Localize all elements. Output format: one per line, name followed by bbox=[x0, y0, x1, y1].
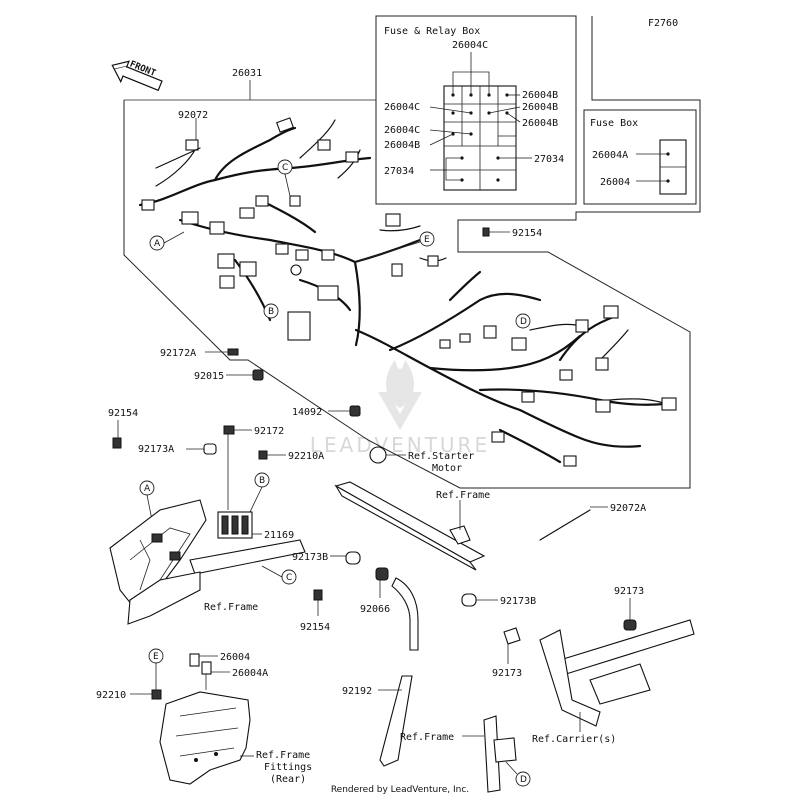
callout-bolt-mid: 92172 bbox=[254, 426, 284, 437]
band-left-icon bbox=[203, 443, 217, 455]
callout-band-left: 92173A bbox=[138, 444, 174, 455]
watermark-text: LEADVENTURE bbox=[310, 433, 490, 457]
callout-nut-bottom: 92210 bbox=[96, 690, 126, 701]
bubble-e-upper bbox=[419, 231, 435, 247]
callout-band-right-b: 92173B bbox=[500, 596, 536, 607]
callout-fuse-b2: 26004A bbox=[232, 668, 268, 679]
fuse-relay-label-5: 26004C bbox=[384, 125, 420, 136]
fuse-box-label-2: 26004 bbox=[600, 177, 630, 188]
fuse-relay-label-9: 27034 bbox=[384, 166, 414, 177]
frame-bottom bbox=[483, 715, 517, 793]
callout-fittings-ref-1: Ref.Frame bbox=[256, 750, 310, 761]
fuse-relay-box-frame bbox=[375, 15, 577, 205]
frame-fittings-rear bbox=[159, 691, 251, 785]
callout-band-carrier-2: 92173 bbox=[492, 668, 522, 679]
callout-fuse-b1: 26004 bbox=[220, 652, 250, 663]
callout-frame-ref-right: Ref.Frame bbox=[436, 490, 490, 501]
frame-rail bbox=[334, 481, 486, 571]
letter-c-upper: C bbox=[282, 163, 288, 173]
bubble-b-upper bbox=[263, 303, 279, 319]
fuse-box-title: Fuse Box bbox=[590, 118, 638, 129]
fuse-relay-grid bbox=[429, 52, 532, 191]
fuse-relay-box-title: Fuse & Relay Box bbox=[384, 26, 480, 37]
screw-bottom-icon bbox=[313, 589, 323, 601]
callout-band-right-a: 92173B bbox=[292, 552, 328, 563]
band-right-a-icon bbox=[345, 551, 361, 565]
fuse-relay-label-1: 26004C bbox=[452, 40, 488, 51]
footer-credit: Rendered by LeadVenture, Inc. bbox=[331, 785, 469, 795]
callout-cap: 92066 bbox=[360, 604, 390, 615]
frame-left bbox=[109, 499, 306, 625]
callout-fittings-ref-3: (Rear) bbox=[270, 774, 306, 785]
letter-b-lower: B bbox=[259, 476, 265, 486]
screw-left-icon bbox=[112, 437, 122, 449]
bubble-d-upper bbox=[515, 313, 531, 329]
letter-d-lower: D bbox=[520, 775, 527, 785]
letter-e-lower: E bbox=[153, 652, 159, 662]
front-arrow-icon bbox=[111, 60, 163, 92]
wiring-harness bbox=[138, 119, 667, 464]
fuse-box-frame bbox=[583, 109, 697, 205]
nut-bottom-icon bbox=[151, 689, 162, 700]
callout-clamp-right: 92072A bbox=[610, 503, 646, 514]
fuse-relay-label-8: 27034 bbox=[534, 154, 564, 165]
fuse-relay-label-3: 26004C bbox=[384, 102, 420, 113]
callout-fittings-ref-2: Fittings bbox=[264, 762, 312, 773]
fuse-b2-icon bbox=[201, 661, 212, 675]
harness-connectors bbox=[141, 117, 677, 467]
callout-clamp-bolt: 92172A bbox=[160, 348, 196, 359]
callout-band-carrier: 92173 bbox=[614, 586, 644, 597]
band-right-b-icon bbox=[461, 593, 477, 607]
fuse-relay-label-4: 26004B bbox=[522, 102, 558, 113]
harness-assembly-outline bbox=[123, 16, 701, 489]
clamp-tie bbox=[155, 147, 201, 169]
fuse-b1-icon bbox=[189, 653, 200, 667]
bubble-d-lower bbox=[515, 771, 531, 787]
callout-frame-ref-bottom: Ref.Frame bbox=[400, 732, 454, 743]
callout-frame-ref-left: Ref.Frame bbox=[204, 602, 258, 613]
carrier-frame bbox=[503, 619, 695, 727]
nut-mid-icon bbox=[258, 450, 268, 460]
fuse-relay-label-2: 26004B bbox=[522, 90, 558, 101]
callout-nut: 92015 bbox=[194, 371, 224, 382]
letter-c-lower: C bbox=[286, 573, 292, 583]
callout-screw-bottom: 92154 bbox=[300, 622, 330, 633]
grommet-icon bbox=[349, 405, 361, 417]
fuse-relay-label-7: 26004B bbox=[384, 140, 420, 151]
relay-bracket bbox=[217, 511, 253, 539]
tube-lower bbox=[379, 675, 413, 767]
screw-icon bbox=[482, 227, 490, 237]
callout-clamp-top: 92072 bbox=[178, 110, 208, 121]
callout-main-harness: 26031 bbox=[232, 68, 262, 79]
callout-relay: 21169 bbox=[264, 530, 294, 541]
callout-starter-ref-1: Ref.Starter bbox=[408, 451, 474, 462]
fuse-relay-label-6: 26004B bbox=[522, 118, 558, 129]
callout-nut-mid: 92210A bbox=[288, 451, 324, 462]
bolt-icon bbox=[227, 348, 239, 356]
figure-code: F2760 bbox=[648, 18, 678, 29]
letter-d-upper: D bbox=[520, 317, 527, 327]
letter-a-upper: A bbox=[154, 239, 161, 249]
clamp-right-icon bbox=[539, 509, 591, 541]
callout-screw-right: 92154 bbox=[512, 228, 542, 239]
callout-screw-left: 92154 bbox=[108, 408, 138, 419]
bolt-mid-icon bbox=[223, 425, 235, 435]
watermark-logo bbox=[378, 360, 422, 430]
letter-a-lower: A bbox=[144, 484, 151, 494]
fuse-box-grid bbox=[636, 139, 687, 195]
nut-icon bbox=[252, 369, 264, 381]
starter-connector-icon bbox=[369, 446, 387, 464]
tube-icon bbox=[391, 577, 419, 651]
callout-carrier-ref: Ref.Carrier(s) bbox=[532, 734, 616, 745]
cap-icon bbox=[375, 567, 389, 581]
letter-b-upper: B bbox=[268, 307, 274, 317]
callout-tube: 92192 bbox=[342, 686, 372, 697]
fuse-box-label-1: 26004A bbox=[592, 150, 628, 161]
callout-grommet: 14092 bbox=[292, 407, 322, 418]
callout-starter-ref-2: Motor bbox=[432, 463, 462, 474]
band-carrier-icon bbox=[623, 619, 637, 631]
letter-e-upper: E bbox=[424, 235, 430, 245]
